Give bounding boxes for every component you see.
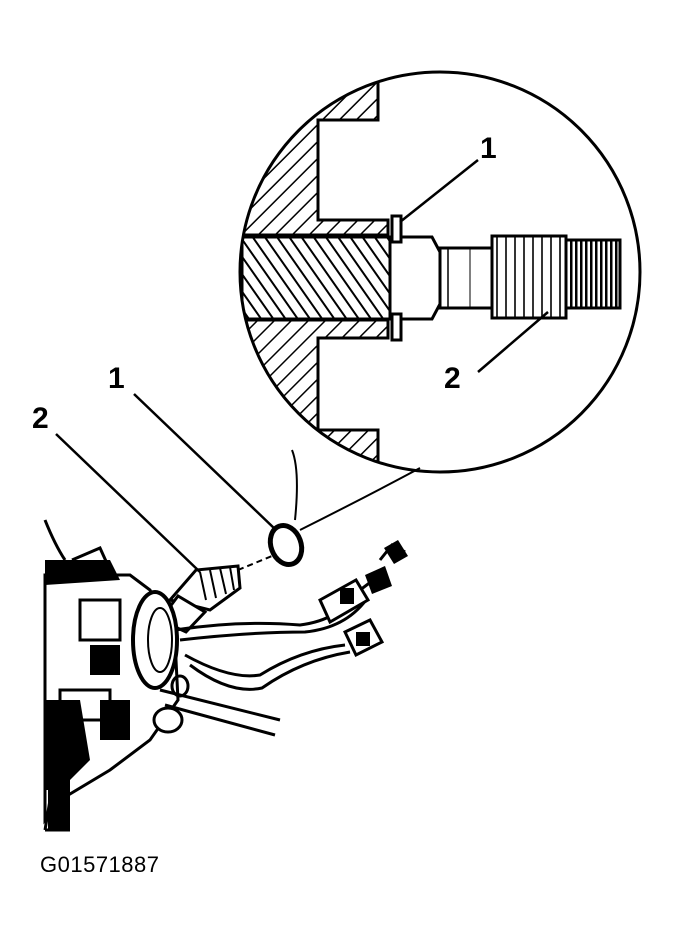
leader-detail-2 [477,311,549,373]
callout-main-1: 1 [108,362,125,395]
retaining-ring-bottom [390,312,403,342]
callout-detail-2: 2 [444,362,461,395]
shaft-section [240,235,392,321]
shaft-body [388,235,442,321]
detail-view: 1 2 [238,70,642,474]
retaining-ring-top [390,214,403,244]
callout-detail-1: 1 [480,132,497,165]
figure-id: G01571887 [40,852,160,877]
leader-detail-1 [399,159,479,223]
steering-column-housing [43,519,281,832]
leader-main-1 [133,393,277,531]
electrical-connectors [318,540,408,658]
shaft-threads [564,238,622,310]
detail-connector [291,449,421,531]
assembly-view: 1 2 [32,362,408,832]
shaft-splines [490,234,568,320]
retaining-ring [267,523,305,567]
leader-main-2 [55,433,201,573]
assembly-axis [237,555,273,571]
callout-main-2: 2 [32,402,49,435]
detail-circle-border [238,70,642,474]
